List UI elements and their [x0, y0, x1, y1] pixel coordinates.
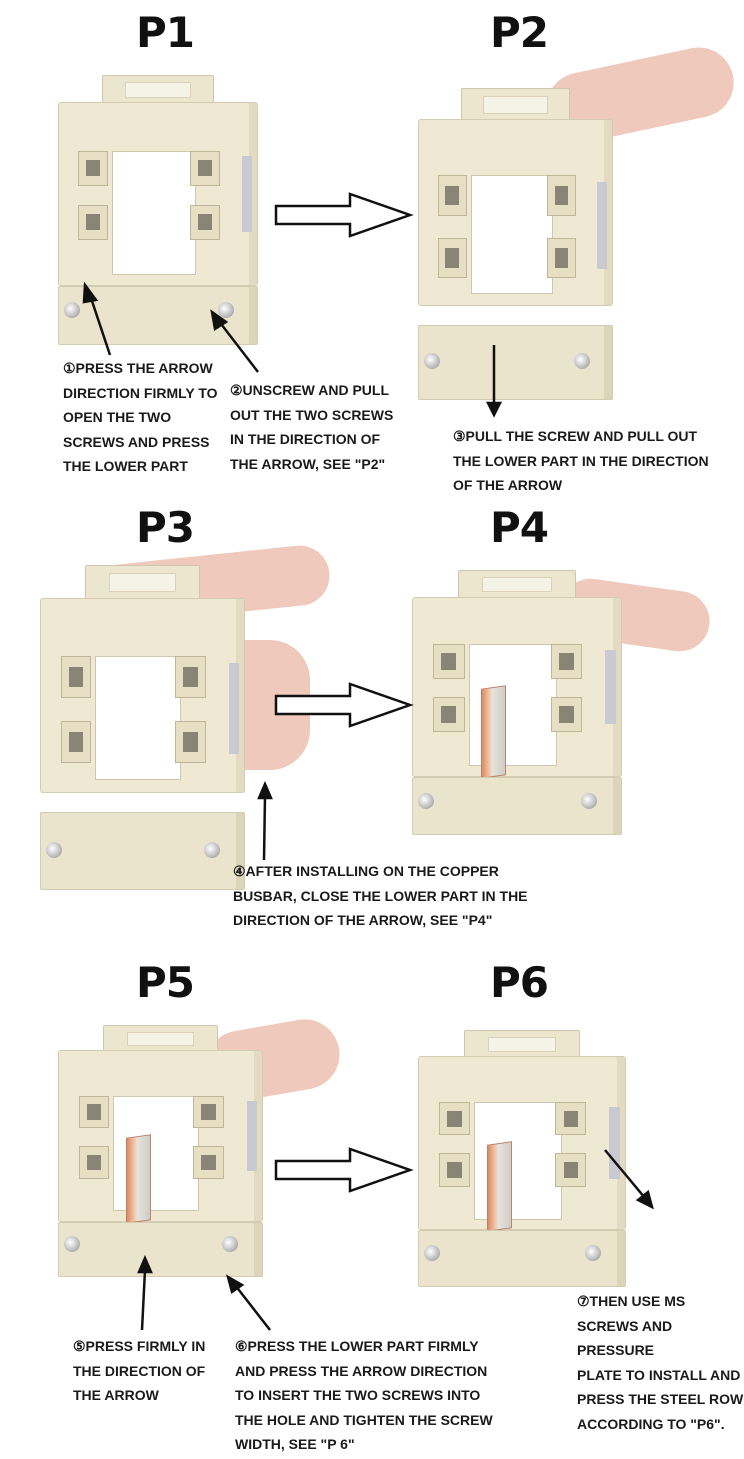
terminal-block [550, 644, 583, 679]
screw-icon [423, 352, 440, 369]
panel-title-p1: P1 [136, 8, 195, 57]
top-cap [102, 75, 214, 108]
nameplate-label [242, 156, 252, 232]
terminal-block [175, 721, 207, 764]
current-transformer-p6 [418, 1030, 626, 1287]
step-5-text: ⑤PRESS FIRMLY IN THE DIRECTION OF THE AR… [73, 1338, 206, 1403]
copper-busbar [125, 1134, 151, 1224]
terminal-block [438, 1101, 470, 1136]
nameplate-label [246, 1100, 257, 1172]
step-2-text: ②UNSCREW AND PULL OUT THE TWO SCREWS IN … [230, 382, 394, 472]
screw-icon [573, 352, 590, 369]
terminal-block [438, 1153, 470, 1187]
panel-title-p6: P6 [490, 958, 549, 1007]
nameplate-label [605, 649, 616, 724]
nameplate-label [228, 662, 239, 754]
screw-icon [46, 841, 63, 858]
screw-icon [580, 792, 597, 809]
terminal-block [193, 1145, 225, 1179]
big-right-arrow [274, 192, 414, 238]
screw-icon [418, 792, 435, 809]
screw-icon [204, 841, 221, 858]
window-opening [112, 150, 196, 275]
terminal-block [546, 175, 576, 216]
step-6-text: ⑥PRESS THE LOWER PART FIRMLY AND PRESS T… [235, 1338, 493, 1452]
terminal-block [60, 656, 92, 699]
big-right-arrow [274, 1147, 414, 1193]
step-7-text: ⑦THEN USE MS SCREWS AND PRESSURE PLATE T… [577, 1293, 744, 1432]
terminal-block [78, 1095, 110, 1129]
step-1-text: ①PRESS THE ARROW DIRECTION FIRMLY TO OPE… [63, 360, 218, 474]
terminal-block [550, 697, 583, 732]
step-3-text: ③PULL THE SCREW AND PULL OUT THE LOWER P… [453, 428, 709, 493]
panel-title-p4: P4 [490, 503, 549, 552]
copper-busbar [486, 1141, 512, 1233]
screw-icon [222, 1235, 239, 1252]
screw-icon [424, 1245, 441, 1262]
terminal-block [78, 204, 108, 240]
top-cap [458, 570, 576, 602]
terminal-block [190, 150, 220, 186]
pointer-arrow [234, 1284, 271, 1331]
terminal-block [78, 1145, 110, 1179]
window-opening [95, 656, 182, 780]
terminal-block [437, 175, 467, 216]
panel-title-p2: P2 [490, 8, 549, 57]
current-transformer-p3 [40, 565, 245, 890]
screw-icon [64, 302, 80, 318]
terminal-block [60, 721, 92, 764]
window-opening [470, 175, 553, 294]
screw-icon [64, 1235, 81, 1252]
terminal-block [555, 1101, 587, 1136]
screw-icon [585, 1245, 602, 1262]
terminal-block [190, 204, 220, 240]
terminal-block [78, 150, 108, 186]
terminal-block [437, 237, 467, 279]
copper-busbar [481, 684, 507, 779]
current-transformer-p1 [58, 75, 258, 345]
terminal-block [193, 1095, 225, 1129]
pointer-arrow [262, 794, 267, 861]
terminal-block [555, 1153, 587, 1187]
screw-icon [218, 302, 234, 318]
terminal-block [546, 237, 576, 279]
current-transformer-p2 [418, 88, 613, 400]
nameplate-label [597, 181, 608, 269]
nameplate-label [609, 1107, 620, 1180]
panel-title-p5: P5 [136, 958, 195, 1007]
panel-title-p3: P3 [136, 503, 195, 552]
terminal-block [433, 644, 465, 679]
current-transformer-p4 [412, 570, 622, 835]
terminal-block [433, 697, 465, 732]
pointer-arrow [140, 1269, 147, 1331]
current-transformer-p5 [58, 1025, 263, 1277]
terminal-block [175, 656, 207, 699]
step-4-text: ④AFTER INSTALLING ON THE COPPER BUSBAR, … [233, 863, 528, 928]
